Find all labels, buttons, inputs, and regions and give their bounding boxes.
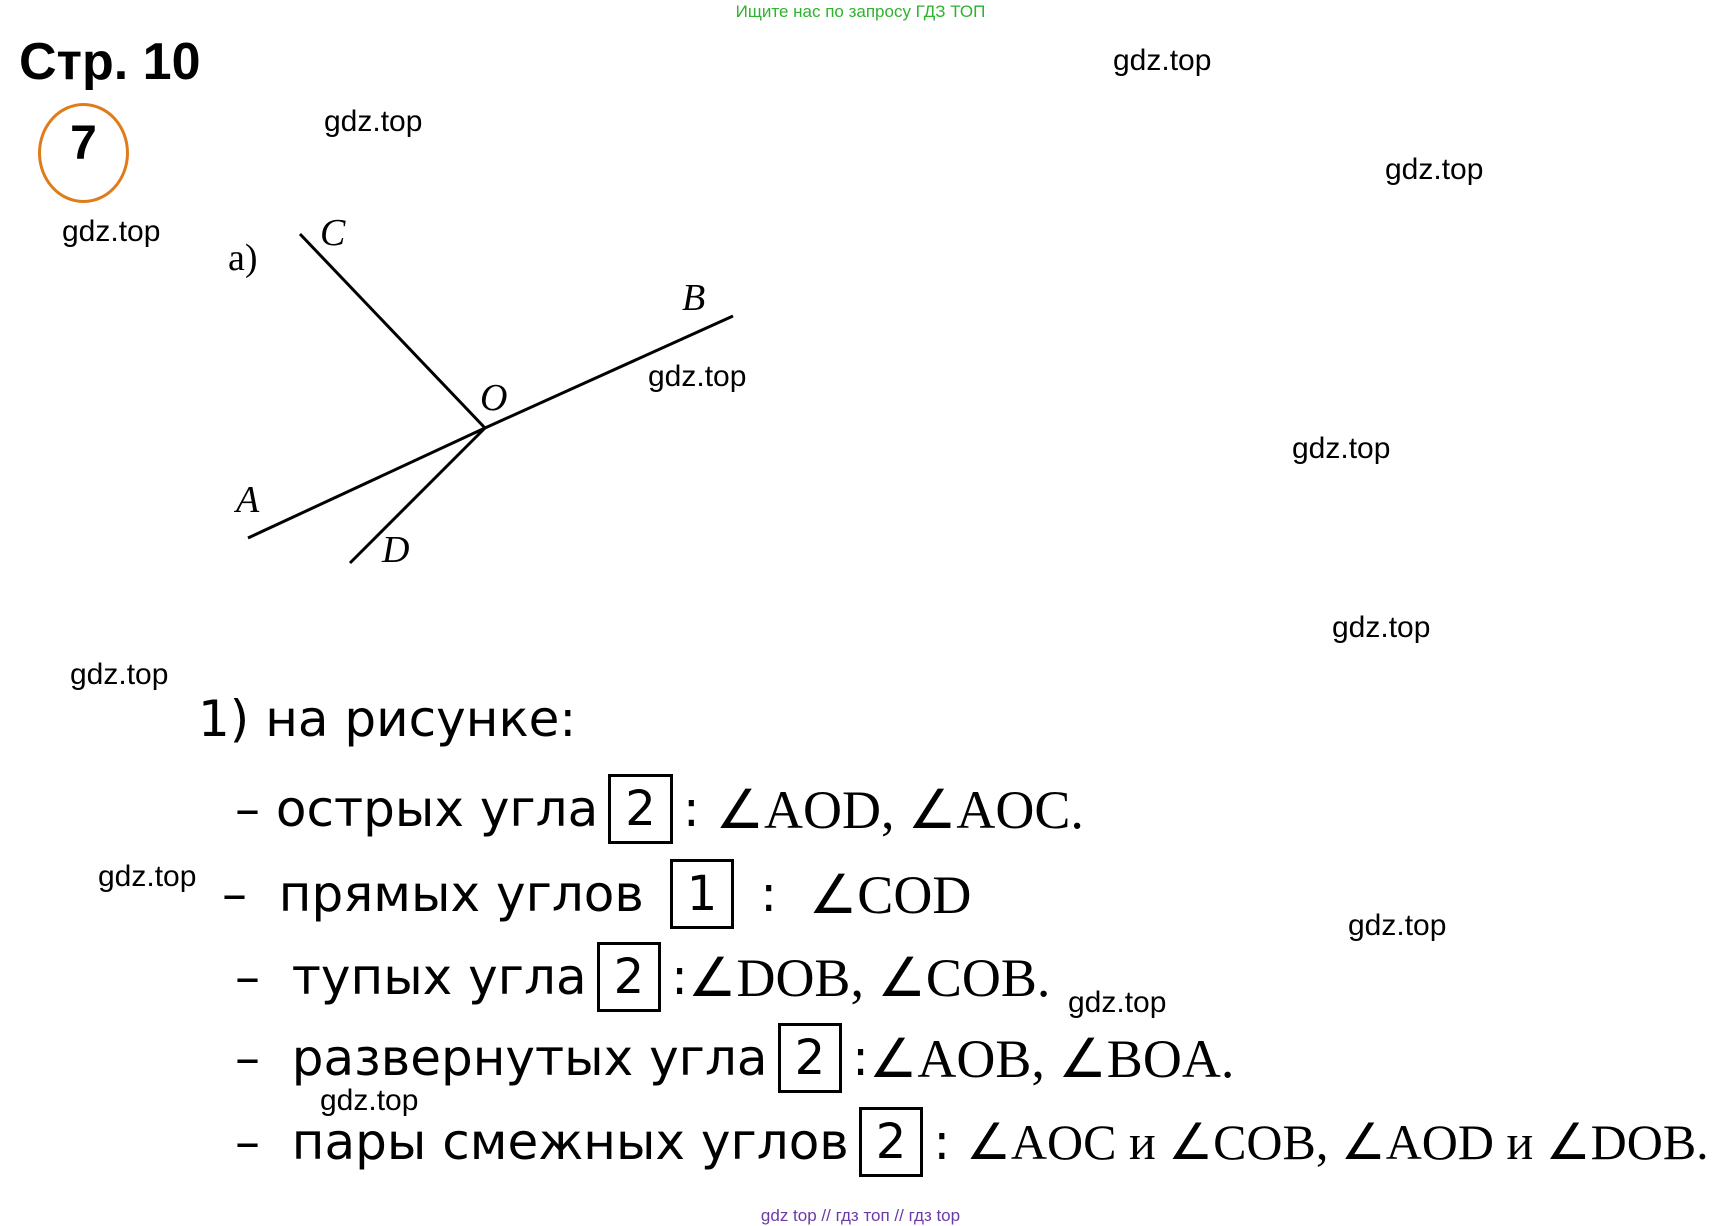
watermark: gdz.top <box>648 360 747 393</box>
answer-row-right: – прямых углов 1 : ∠COD <box>222 859 971 929</box>
row-label: острых угла <box>275 780 599 838</box>
count-box: 2 <box>858 1107 924 1177</box>
count-box: 2 <box>596 942 662 1012</box>
row-separator: : <box>933 1113 951 1171</box>
watermark: gdz.top <box>1332 611 1431 644</box>
task-number: 7 <box>70 117 97 170</box>
ray-oc <box>298 232 487 430</box>
row-angles: ∠COD <box>808 864 972 925</box>
watermark: gdz.top <box>1113 44 1212 77</box>
row-label: пары смежных углов <box>291 1113 849 1171</box>
count-box: 1 <box>669 859 735 929</box>
angle-figure: а) C B O A D <box>228 212 734 571</box>
row-label: прямых углов <box>278 865 644 923</box>
row-separator: : <box>760 865 778 923</box>
row-dash: – <box>222 865 247 923</box>
point-o-label: O <box>480 377 507 419</box>
row-angles: ∠DOB, ∠COB. <box>688 947 1051 1008</box>
ray-oa <box>247 426 486 540</box>
row-dash: – <box>235 780 260 838</box>
row-angles: ∠AOD, ∠AOC. <box>715 779 1084 840</box>
row-dash: – <box>235 1113 260 1171</box>
watermark: gdz.top <box>98 860 197 893</box>
row-separator: : <box>682 780 700 838</box>
count-box: 2 <box>608 774 673 844</box>
count-box: 2 <box>777 1023 843 1093</box>
page-title: Стр. 10 <box>19 33 201 91</box>
row-separator: : <box>671 948 689 1006</box>
task-number-circle: 7 <box>38 103 129 203</box>
row-label: развернутых угла <box>291 1029 768 1087</box>
top-banner: Ищите нас по запросу ГДЗ ТОП <box>735 2 986 21</box>
figure-part-label: а) <box>228 237 258 279</box>
answer-row-adjacent: – пары смежных углов 2 : ∠AOC и ∠COB, ∠A… <box>235 1107 1709 1177</box>
watermark: gdz.top <box>70 658 169 691</box>
row-label: тупых угла <box>291 948 587 1006</box>
row-separator: : <box>852 1029 869 1087</box>
point-c-label: C <box>320 212 346 254</box>
watermark: gdz.top <box>1068 986 1167 1019</box>
point-b-label: B <box>682 277 705 319</box>
watermark: gdz.top <box>1292 432 1391 465</box>
answer-row-acute: – острых угла 2 : ∠AOD, ∠AOC. <box>235 774 1084 844</box>
row-angles: ∠AOC и ∠COB, ∠AOD и ∠DOB. <box>966 1114 1709 1170</box>
point-d-label: D <box>381 529 409 571</box>
watermark: gdz.top <box>1385 153 1484 186</box>
ray-od <box>348 426 487 565</box>
row-angles: ∠AOB, ∠BOA. <box>868 1028 1235 1089</box>
answer-row-straight: – развернутых угла 2 : ∠AOB, ∠BOA. <box>235 1023 1234 1093</box>
point-a-label: A <box>233 479 260 521</box>
watermark: gdz.top <box>62 215 161 248</box>
answer-heading: 1) на рисунке: <box>198 690 577 748</box>
watermark: gdz.top <box>1348 909 1447 942</box>
footer-links: gdz top // гдз топ // гдз top <box>760 1206 961 1225</box>
row-dash: – <box>235 1029 260 1087</box>
watermark: gdz.top <box>324 105 423 138</box>
watermark: gdz.top <box>320 1084 419 1117</box>
row-dash: – <box>235 948 260 1006</box>
ray-ob <box>484 314 734 430</box>
answer-row-obtuse: – тупых угла 2 : ∠DOB, ∠COB. <box>235 942 1050 1012</box>
